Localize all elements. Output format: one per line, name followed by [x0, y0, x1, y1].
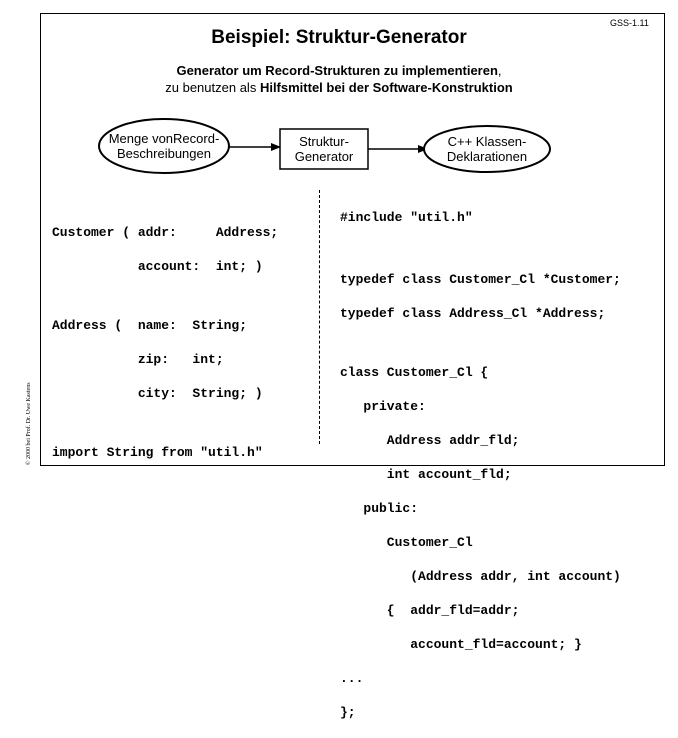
column-divider: [319, 190, 321, 444]
output-ellipse: [423, 125, 551, 173]
code-line: zip: int;: [52, 352, 224, 367]
code-line: [340, 243, 621, 254]
code-line: int account_fld;: [340, 467, 512, 482]
generator-box: [279, 128, 369, 170]
generator-label-line-2: Generator: [294, 149, 354, 164]
code-line: [52, 292, 278, 300]
subtitle-line-1-rest: ,: [497, 63, 502, 78]
flow-diagram: [98, 118, 551, 174]
input-ellipse: [98, 118, 230, 174]
code-line: };: [340, 705, 356, 720]
generator-label-line-1: Struktur-: [299, 134, 349, 149]
code-line: city: String; ): [52, 386, 263, 401]
code-line: Customer_Cl: [340, 535, 473, 550]
code-line: (Address addr, int account): [340, 569, 621, 584]
code-line: Customer ( addr: Address;: [52, 225, 279, 240]
input-label-line-1: Menge vonRecord-: [108, 131, 220, 146]
code-line: [52, 419, 278, 427]
code-line: #include "util.h": [340, 210, 473, 225]
code-line: [340, 339, 621, 347]
code-line: private:: [340, 399, 426, 414]
subtitle-line-2-plain: zu benutzen als: [165, 80, 260, 95]
copyright-note: © 2000 bei Prof. Dr. Uwe Kastens: [26, 382, 32, 465]
subtitle-line-2: zu benutzen als Hilfsmittel bei der Soft…: [0, 80, 678, 95]
code-line: typedef class Customer_Cl *Customer;: [340, 272, 621, 287]
subtitle-line-2-bold: Hilfsmittel bei der Software-Konstruktio…: [259, 80, 513, 95]
input-label: Menge vonRecord- Beschreibungen: [99, 131, 229, 161]
code-line: { addr_fld=addr;: [340, 603, 520, 618]
code-line: Address ( name: String;: [52, 318, 248, 333]
left-code-block: Customer ( addr: Address; account: int; …: [52, 207, 278, 478]
code-line: class Customer_Cl {: [340, 365, 489, 380]
code-line: public:: [340, 501, 419, 516]
code-line: account_fld=account; }: [340, 637, 582, 652]
output-label: C++ Klassen- Deklarationen: [424, 134, 550, 164]
code-line: account: int; ): [52, 259, 263, 274]
subtitle-line-1: Generator um Record-Strukturen zu implem…: [0, 63, 678, 78]
output-label-line-2: Deklarationen: [446, 149, 528, 164]
code-line: Address addr_fld;: [340, 433, 520, 448]
subtitle-line-1-bold: Generator um Record-Strukturen zu implem…: [176, 63, 498, 78]
input-label-line-2: Beschreibungen: [117, 146, 211, 161]
slide-id: GSS-1.11: [610, 18, 649, 28]
code-line: import String from "util.h": [52, 445, 263, 460]
generator-label: Struktur- Generator: [280, 134, 368, 164]
output-label-line-1: C++ Klassen-: [447, 134, 527, 149]
code-line: ...: [340, 671, 364, 686]
page-title: Beispiel: Struktur-Generator: [211, 27, 467, 48]
code-line: typedef class Address_Cl *Address;: [340, 306, 606, 321]
slide-frame: [40, 13, 665, 466]
right-code-block: #include "util.h" typedef class Customer…: [340, 192, 621, 738]
